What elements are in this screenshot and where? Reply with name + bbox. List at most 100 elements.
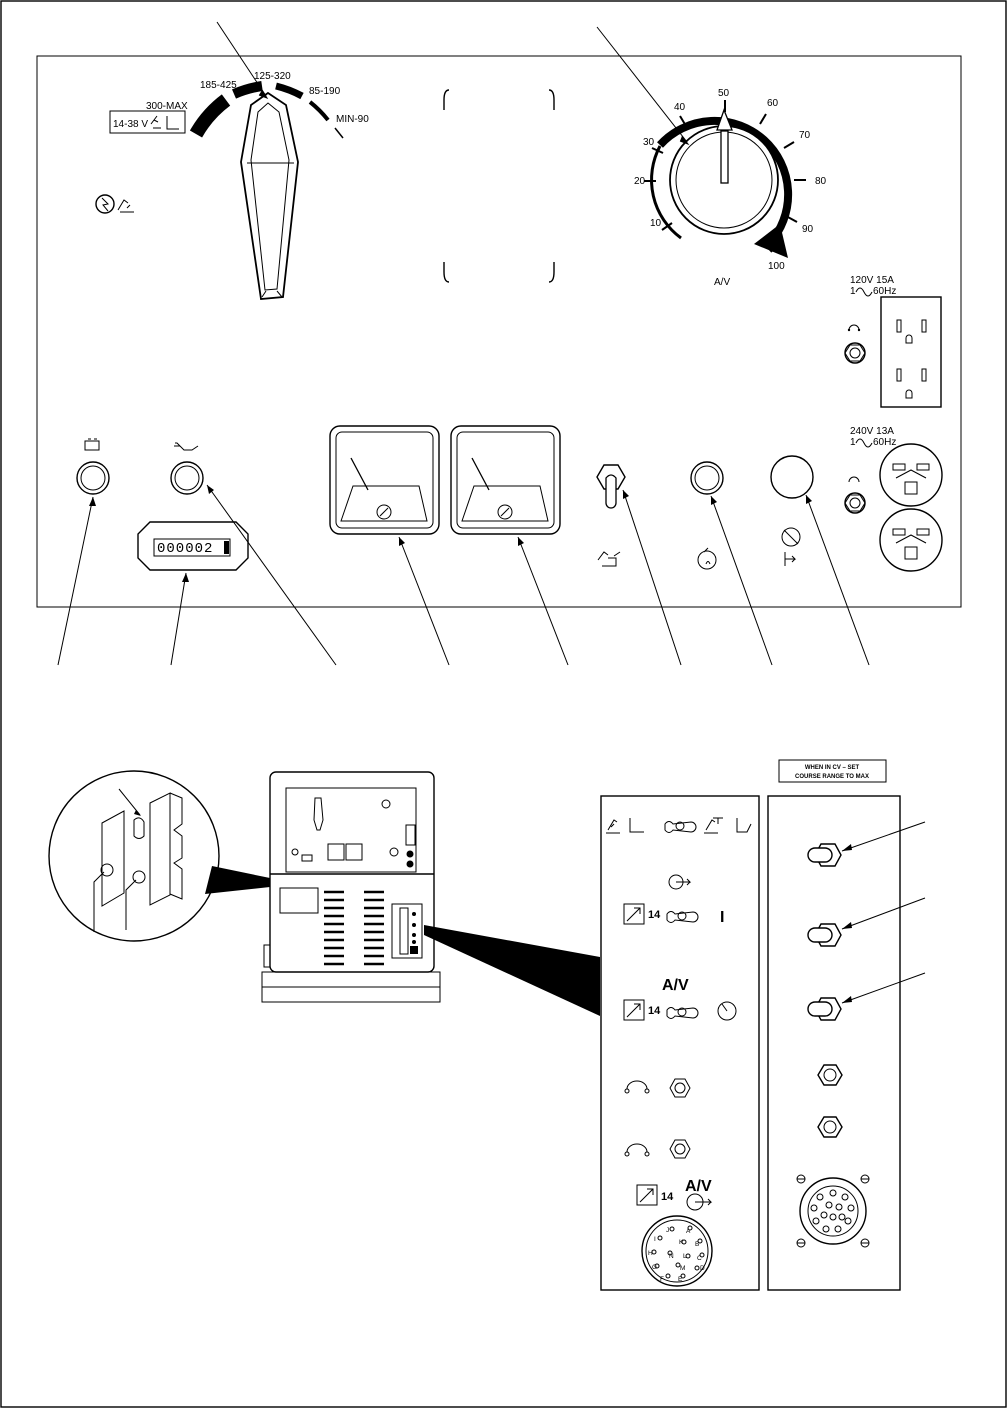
machine-louvers-right xyxy=(364,890,384,966)
machine-overview xyxy=(261,771,600,1016)
rcpt-120-line1: 120V 15A xyxy=(850,275,894,286)
contactor-switch[interactable] xyxy=(666,911,699,923)
pin-label: B xyxy=(695,1241,699,1248)
circuit-breaker-120v[interactable] xyxy=(844,342,866,364)
t-slot xyxy=(895,534,927,544)
rear-remote-pins xyxy=(810,1189,855,1233)
slot xyxy=(921,368,927,382)
breaker-icon-2 xyxy=(626,1143,648,1153)
side-panel-rear xyxy=(767,795,901,1291)
remote-icon-2 xyxy=(623,999,645,1021)
circuit-breaker-240v[interactable] xyxy=(844,492,866,514)
range-switch-handle[interactable] xyxy=(240,91,299,300)
ground xyxy=(904,546,918,560)
mig-weld-icon xyxy=(704,817,723,834)
ammeter-zero-adjust[interactable] xyxy=(376,504,392,520)
hour-meter-digits: 000002 xyxy=(157,541,213,557)
hour-meter-bezel xyxy=(137,521,249,571)
rear-switch-3[interactable] xyxy=(807,997,842,1021)
range-label-125-320: 125-320 xyxy=(254,71,291,82)
detail-leader-arrow xyxy=(134,810,141,816)
av-label-1: A/V xyxy=(662,977,689,994)
fuel-indicator xyxy=(690,461,724,570)
rcpt-240-ac-prefix: 1 xyxy=(850,437,856,448)
machine-knob xyxy=(381,799,391,809)
cc-curve-icon xyxy=(629,818,644,833)
receptacle-240v: 240V 13A 1 60Hz xyxy=(844,426,943,572)
t-slot xyxy=(895,469,927,479)
rear-breaker-2-cap xyxy=(823,1120,837,1134)
dial-scale-arc-thin xyxy=(650,145,682,240)
rcpt-240-line1: 240V 13A xyxy=(850,426,894,437)
process-switch-icon[interactable] xyxy=(664,821,697,833)
range-min-mark xyxy=(334,127,344,139)
av-control-switch[interactable] xyxy=(666,1007,699,1019)
cv-curve-icon xyxy=(166,116,179,130)
battery-warning-light[interactable] xyxy=(76,461,110,495)
dial-tick-60: 60 xyxy=(767,98,779,109)
detail-wire-1 xyxy=(93,871,105,932)
detail-pointer-wedge xyxy=(205,866,270,894)
callout-arrowheads xyxy=(89,485,812,582)
breaker-cap xyxy=(849,347,861,359)
oil-pressure-indicator xyxy=(170,442,204,495)
circuit-breaker-2[interactable] xyxy=(669,1139,691,1159)
duplex-receptacle-120v[interactable] xyxy=(880,296,942,408)
pin-label: N xyxy=(669,1253,674,1260)
oil-pressure-light[interactable] xyxy=(170,461,204,495)
ammeter-scale xyxy=(340,485,428,522)
engine-stop xyxy=(770,455,814,566)
dial-tick-90: 90 xyxy=(802,224,814,235)
rear-switch-1[interactable] xyxy=(807,843,842,867)
bracket-tr xyxy=(548,89,555,110)
blades xyxy=(892,528,930,536)
range-switch: 185-425 125-320 85-190 MIN-90 300-MAX 14… xyxy=(95,71,369,300)
remote-number-2: 14 xyxy=(648,1005,661,1017)
engine-control-switch[interactable] xyxy=(605,474,617,509)
receptacle-120v: 120V 15A 1 60Hz xyxy=(844,275,942,408)
range-arc-seg-1 xyxy=(189,94,231,138)
breaker-hex xyxy=(844,344,866,362)
pin-label: D xyxy=(700,1265,705,1272)
light-lens xyxy=(80,465,106,491)
rear-breaker-1[interactable] xyxy=(817,1064,843,1086)
machine-meter-1 xyxy=(327,843,345,861)
voltmeter-zero-adjust[interactable] xyxy=(497,504,513,520)
dial-tick-20: 20 xyxy=(634,176,646,187)
contactor-pivot xyxy=(677,911,687,921)
rear-breaker-2[interactable] xyxy=(817,1116,843,1138)
circuit-breaker-1[interactable] xyxy=(669,1078,691,1098)
range-label-185-425: 185-425 xyxy=(200,80,237,91)
receptacle-240v-bottom[interactable] xyxy=(879,508,943,572)
fuel-light[interactable] xyxy=(690,461,724,495)
range-arc-seg-3 xyxy=(275,82,304,100)
dial-scale-arc xyxy=(657,116,793,247)
pin-label: G xyxy=(652,1264,657,1271)
dial-tick-80: 80 xyxy=(815,176,827,187)
rear-remote-receptacle[interactable] xyxy=(799,1177,867,1245)
stop-icon-arrow xyxy=(784,552,797,566)
pin-label: A xyxy=(686,1228,691,1235)
machine-top-panel xyxy=(285,787,417,873)
circuit-breaker-icon xyxy=(848,476,860,483)
dial-tick-40: 40 xyxy=(674,102,686,113)
circuit-breaker-icon xyxy=(848,324,860,331)
pin-label: M xyxy=(680,1265,685,1272)
rear-switch-2[interactable] xyxy=(807,923,842,947)
breaker-dot xyxy=(847,328,851,332)
meter-icon xyxy=(717,1001,737,1021)
range-handle-line-3 xyxy=(276,290,283,298)
machine-side-dots xyxy=(410,912,418,954)
detail-bracket xyxy=(101,810,125,907)
engine-stop-button[interactable] xyxy=(770,455,814,499)
range-label-300-max: 300-MAX xyxy=(146,101,188,112)
remote-icon-arrow-1 xyxy=(626,907,641,922)
remote-14-receptacle[interactable] xyxy=(641,1215,713,1287)
rcpt-120-line2: 60Hz xyxy=(873,286,896,297)
dial-tick-50: 50 xyxy=(718,88,730,99)
receptacle-240v-top[interactable] xyxy=(879,443,943,507)
engine-control xyxy=(596,464,626,567)
process-selector-icon-bolt xyxy=(101,197,110,212)
detail-view-circle xyxy=(48,770,270,942)
